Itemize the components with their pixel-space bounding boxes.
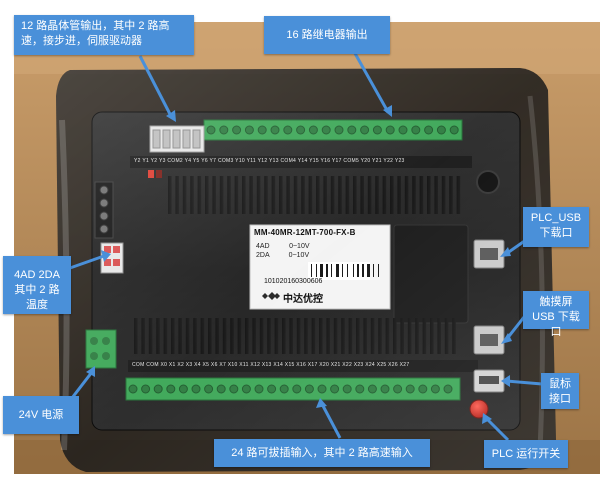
arrow-head	[166, 110, 176, 122]
callout-analog: 4AD 2DA 其中 2 路温度	[3, 256, 71, 314]
arrow	[505, 379, 543, 386]
plc-brand: 中达优控	[283, 294, 323, 305]
callout-relay-output: 16 路继电器输出	[264, 16, 390, 54]
arrow	[484, 416, 510, 442]
plc-spec-ad: 4AD 0~10V	[256, 243, 310, 250]
callout-arrows	[69, 47, 543, 442]
arrow	[350, 47, 390, 113]
callout-transistor-output: 12 路晶体管输出，其中 2 路高速，接步进，伺服驱动器	[14, 15, 194, 55]
arrow	[70, 371, 94, 399]
arrow	[320, 403, 342, 439]
callout-run-switch: PLC 运行开关	[484, 440, 568, 468]
arrow-head	[383, 105, 392, 117]
callout-plc-usb: PLC_USB 下载口	[523, 207, 589, 247]
callout-power: 24V 电源	[3, 396, 79, 434]
top-terminal-labels: Y2 Y1 Y2 Y3 COM2 Y4 Y5 Y6 Y7 COM3 Y10 Y1…	[134, 158, 405, 164]
callout-mouse-port: 鼠标接口	[541, 373, 579, 409]
bottom-terminal-labels: COM COM X0 X1 X2 X3 X4 X5 X6 X7 X10 X11 …	[132, 362, 410, 368]
callout-inputs: 24 路可拔插输入，其中 2 路高速输入	[214, 439, 430, 467]
arrow-head	[86, 366, 95, 377]
arrow-head	[482, 413, 492, 424]
arrow	[69, 254, 105, 270]
callout-touch-usb: 触摸屏 USB 下载口	[523, 291, 589, 338]
plc-serial: 101020160300606	[264, 278, 323, 285]
plastic-sheen	[56, 68, 556, 472]
arrow-head	[500, 247, 511, 257]
plc-model: MM-40MR-12MT-700-FX-B	[254, 228, 356, 237]
arrow	[138, 55, 174, 119]
arrow-head	[501, 333, 512, 344]
arrow-head	[316, 398, 327, 408]
plc-spec-da: 2DA 0~10V	[256, 252, 310, 259]
arrow-head	[501, 375, 510, 387]
arrow-head	[101, 250, 111, 262]
